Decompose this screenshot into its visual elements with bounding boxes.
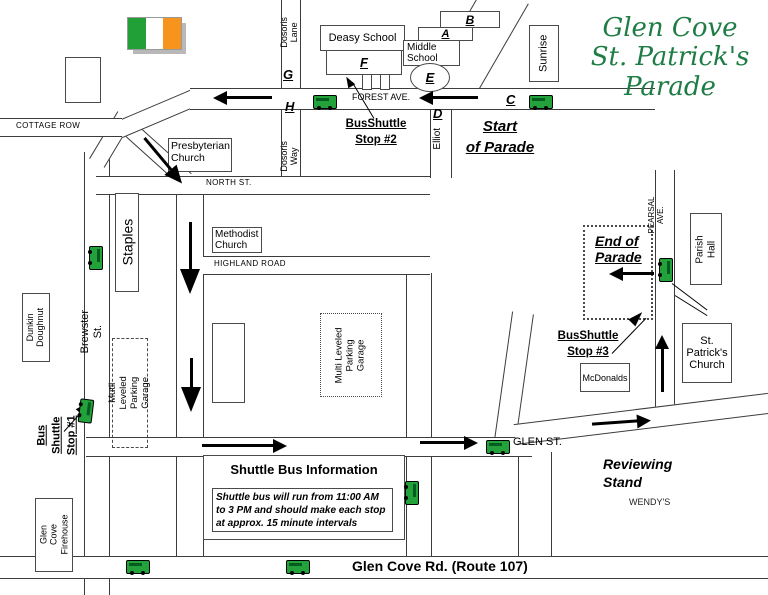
street-label-brewster-st: Brewster St. [79,310,104,354]
route-marker-h: H [285,99,295,114]
building-mcdonalds: McDonalds [580,363,630,392]
shuttle-bus-icon-central-lower [405,481,419,505]
building-glen-cove-firehouse: Glen Cove Firehouse [35,498,73,572]
road-elliot [430,106,452,178]
road-central [406,273,432,557]
building-parish-hall: Parish Hall [690,213,722,285]
end-of-parade-label: End of Parade [595,233,642,265]
road-glen-cove-rd [0,556,768,579]
parade-arrow-middle-down-2 [181,358,201,412]
route-marker-f: F [360,55,368,70]
road-north-st [96,176,430,195]
building-a-marker-box: A [418,27,473,41]
start-of-parade-label: Start of Parade [465,118,535,156]
reviewing-stand-label: Reviewing Stand [603,456,673,490]
irish-flag-icon [127,17,182,50]
route-marker-e-circle: E [410,63,450,92]
bus-shuttle-stop-1-label: Bus Shuttle Stop #1 [35,415,78,455]
road-brewster [84,152,110,595]
shuttle-bus-icon-glen-st [486,440,510,455]
building-parking-garage-center: Multi Leveled Parking Garage [320,313,382,397]
flag-white-stripe [145,18,164,49]
flag-orange-stripe [163,18,182,49]
road-dosoris-way [281,106,301,178]
building-leg-1 [362,74,372,90]
route-marker-c: C [506,92,516,107]
building-b-marker-box: B [440,11,500,28]
street-label-dosoris-lane: Dosoris Lane [278,16,300,48]
shuttle-bus-icon-stop1 [77,398,95,424]
shuttle-bus-icon-forest-east [529,95,553,110]
shuttle-bus-icon-brewster [89,246,103,270]
shuttle-bus-icon-forest-west [313,95,337,110]
shuttle-bus-icon-glen-cove-rd-1 [126,560,150,575]
building-f-marker-box: F [326,50,402,75]
road-bend-forest-west [115,88,202,138]
building-staples: Staples [115,193,139,292]
street-label-cottage-row: COTTAGE ROW [16,121,81,130]
street-label-elliot: Elliot [432,128,444,150]
building-parking-garage-left: Mutli Leveled Parking Garage [107,338,151,448]
street-label-highland-road: HIGHLAND ROAD [214,259,286,268]
parade-arrow-forest-west [213,91,272,105]
parade-arrow-glen-mid [420,436,478,450]
parade-arrow-pearsal-up [655,335,669,392]
parade-arrow-end-of-parade [609,267,654,281]
street-label-glen-cove-rd: Glen Cove Rd. (Route 107) [352,558,528,574]
bus-shuttle-stop-2-label: BusShuttle Stop #2 [345,118,407,146]
parade-arrow-glen-west [202,439,287,453]
route-marker-e: E [425,70,435,85]
shuttle-info-heading: Shuttle Bus Information [230,462,378,477]
street-label-north-st: NORTH ST. [206,178,252,187]
building-methodist-church: Methodist Church [212,227,262,253]
shuttle-info-body: Shuttle bus will run from 11:00 AM to 3 … [212,488,393,532]
building-unlabeled-center [212,323,245,403]
parade-arrow-forest-east [419,91,478,105]
road-highland [203,256,430,275]
building-unlabeled-topleft [65,57,101,103]
route-marker-d: D [433,106,443,121]
street-label-glen-st: GLEN ST. [513,436,562,448]
street-label-pearsal-ave: PEARSAL AVE. [646,196,666,234]
shuttle-bus-icon-glen-cove-rd-2 [286,560,310,575]
route-marker-b: B [465,12,475,27]
building-st-patricks-church: St. Patrick's Church [682,323,732,383]
page-title: Glen Cove St. Patrick's Parade [590,13,750,102]
wendys-label: WENDY'S [629,497,671,507]
route-marker-a: A [441,28,450,40]
building-dunkin-doughnut: Dunkin Doughnut [22,293,50,362]
street-label-dosoris-way: Dosoris Way [278,140,300,172]
route-marker-g: G [283,67,294,82]
parade-arrow-middle-down-1 [180,222,200,294]
building-middle-school: Middle School [403,40,460,66]
building-sunrise: Sunrise [529,25,559,82]
flag-green-stripe [128,18,146,49]
bus-shuttle-stop-3-label: BusShuttle Stop #3 [557,330,619,358]
shuttle-info-box: Shuttle Bus Information Shuttle bus will… [203,455,405,540]
shuttle-bus-icon-pearsal [659,258,673,282]
street-label-forest-ave: FOREST AVE. [352,92,411,102]
road-lower-south [518,452,552,557]
road-dosoris-lane [281,0,301,90]
building-deasy-school: Deasy School [320,25,405,51]
road-cottage-row [0,118,122,137]
building-leg-2 [380,74,390,90]
road-pearsal [655,170,675,415]
